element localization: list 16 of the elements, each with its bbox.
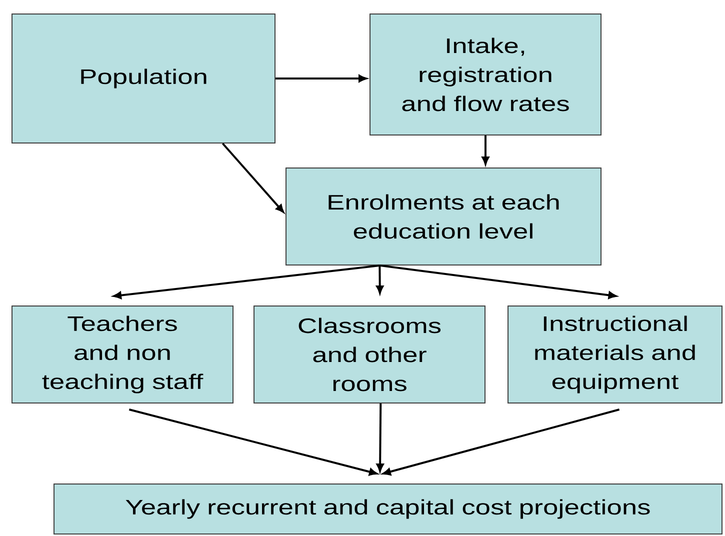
arrow — [276, 74, 367, 82]
process-box: Classrooms and other rooms — [254, 306, 486, 404]
arrow — [128, 408, 378, 476]
arrow — [222, 142, 284, 213]
process-box: Enrolments at each education level — [286, 168, 602, 266]
arrow — [376, 404, 384, 472]
arrow — [380, 264, 617, 299]
process-box: Population — [12, 14, 276, 144]
process-box: Yearly recurrent and capital cost projections — [54, 484, 722, 534]
process-box: Teachers and non teaching staff — [12, 306, 234, 404]
process-box: Intake, registration and flow rates — [370, 14, 602, 136]
process-box: Instructional materials and equipment — [508, 306, 722, 404]
arrow — [113, 264, 380, 300]
arrow — [382, 408, 620, 476]
arrow — [376, 266, 384, 294]
arrow — [482, 136, 490, 165]
